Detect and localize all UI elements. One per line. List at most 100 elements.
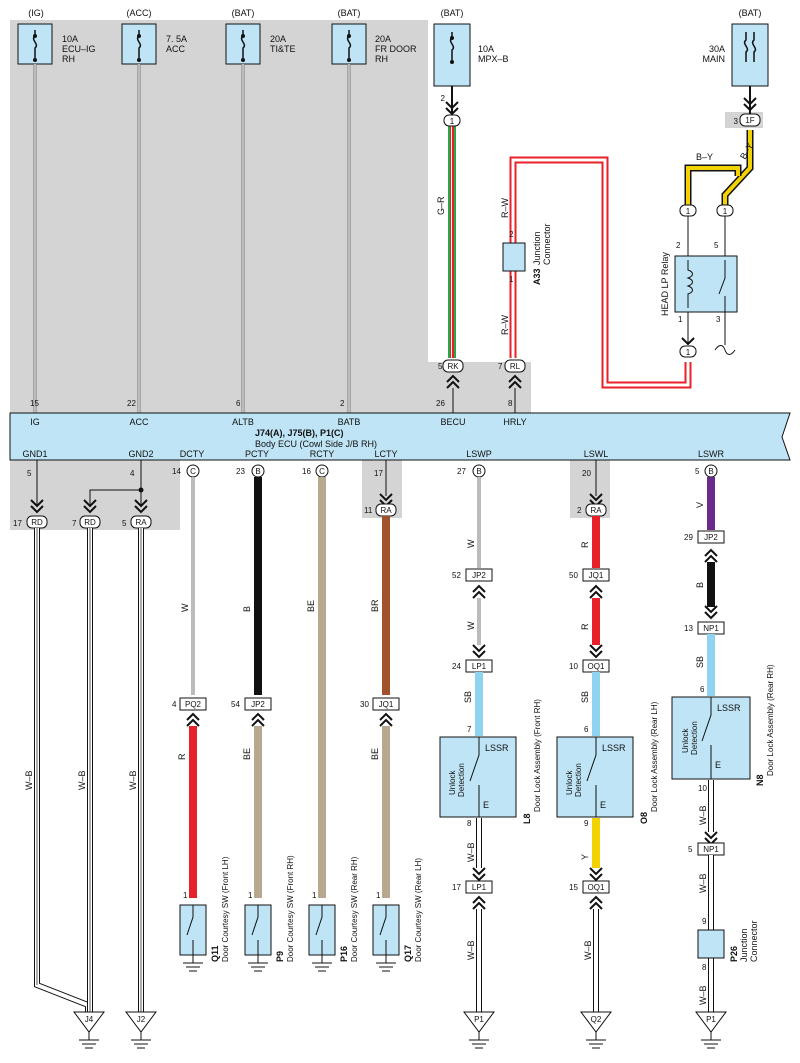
pin-label: 10 <box>698 784 707 793</box>
fuse-name: ECU–IG <box>62 44 96 54</box>
pin-label: 54 <box>231 700 240 709</box>
conn-label: RA <box>380 506 392 515</box>
pin-label: 17 <box>374 469 383 478</box>
ground-id: J4 <box>85 1015 94 1024</box>
junction-name: Junction <box>739 928 749 962</box>
rl-connector: 7 RL <box>498 359 526 413</box>
pin-label: 6 <box>584 725 589 734</box>
pin-label: 5 <box>27 469 32 478</box>
lcty-circuit: 11 RA BR 30 JQ1 BE 1 <box>360 460 400 900</box>
pin-label: 1 <box>509 275 514 284</box>
wire-label: BR <box>370 599 380 612</box>
wire-label: B <box>242 606 252 612</box>
ecu-title: J74(A), J75(B), P1(C) <box>255 428 344 438</box>
wire-label: R <box>580 623 590 630</box>
pin-label: 1 <box>312 891 317 900</box>
lswr-circuit: V 29 JP2 B 13 NP1 SB 6 10 W–B 5 NP1 W–B … <box>684 477 759 1012</box>
pin-label: 2 <box>441 94 446 103</box>
pin-label: 2 <box>509 230 514 239</box>
pin-label: 5 <box>714 241 719 250</box>
door-lock-l8: LSSR Unlock Detection E L8 Door Lock Ass… <box>439 699 542 824</box>
fuse-amp: 10A <box>478 44 494 54</box>
switch-id: P16 <box>339 946 349 962</box>
junction-a33: 2 1 A33 Junction Connector <box>502 223 552 285</box>
wire-label: B <box>695 582 705 588</box>
pin-label: 5 <box>695 467 700 476</box>
lock-e: E <box>483 800 489 810</box>
conn-label: NP1 <box>703 845 719 854</box>
fuse-acc: (ACC) 7. 5A ACC <box>121 8 187 65</box>
terminal-label: IG <box>30 417 40 427</box>
lock-det: Unlock <box>565 770 574 795</box>
fuse-amp: 7. 5A <box>166 34 187 44</box>
junction-p26-box <box>697 929 725 959</box>
pin-label: 15 <box>569 883 578 892</box>
lock-det2: Detection <box>574 763 583 797</box>
lock-terminal: LSSR <box>485 743 509 753</box>
junction-name2: Connector <box>542 223 552 265</box>
pin-label: 2 <box>676 241 681 250</box>
upper-wires <box>33 64 754 413</box>
lock-det: Unlock <box>448 770 457 795</box>
fuse-source: (BAT) <box>338 8 361 18</box>
wire-label: W <box>180 603 190 612</box>
fuse-name: FR DOOR <box>375 44 417 54</box>
switch-id: P9 <box>275 951 285 962</box>
pin-label: 10 <box>569 662 578 671</box>
rk-connector: 5 RK <box>438 359 464 413</box>
terminal-label: LSWP <box>466 449 492 459</box>
conn-label: RD <box>31 518 43 527</box>
ground-wiring-left: 17 RD 7 RD 5 RA W–B W–B W–B <box>13 460 152 1012</box>
terminal-label: BATB <box>338 417 361 427</box>
lock-terminal: LSSR <box>717 703 741 713</box>
pin-label: 8 <box>467 819 472 828</box>
pin-label: 1 <box>678 315 683 324</box>
pin-label: 14 <box>172 467 181 476</box>
pin-label: 4 <box>172 700 177 709</box>
pin-label: 16 <box>302 467 311 476</box>
conn-label: OQ1 <box>588 883 605 892</box>
pin-label: 17 <box>13 519 22 528</box>
pin-label: 3 <box>716 315 721 324</box>
conn-label: LP1 <box>472 883 487 892</box>
wire-label: W–B <box>698 873 708 893</box>
conn-label: PQ2 <box>185 700 202 709</box>
rcty-circuit: BE 1 <box>306 477 326 900</box>
pin-label: 22 <box>127 399 136 408</box>
wire-label: V <box>695 502 705 508</box>
lock-id: L8 <box>522 813 532 824</box>
wire-label: W–B <box>128 770 138 790</box>
wire-label: W <box>466 621 476 630</box>
shade-fuse-area <box>10 20 428 413</box>
pin-label: 3 <box>734 117 739 126</box>
fuse-amp: 20A <box>375 34 391 44</box>
pin-label: 29 <box>684 533 693 542</box>
terminal-label: ALTB <box>232 417 254 427</box>
pin-label: 1 <box>183 891 188 900</box>
pin-label: 17 <box>452 883 461 892</box>
wire-label: B–Y <box>696 152 713 162</box>
mpx-connector: 2 1 <box>441 94 461 127</box>
ecu-bottom-pins: 5 4 14 C 23 B 16 C 17 27 B 20 5 B <box>27 464 718 478</box>
fuse-source: (BAT) <box>739 8 762 18</box>
wire-label: W–B <box>583 940 593 960</box>
conn-label: JP2 <box>251 700 265 709</box>
lock-det: Unlock <box>681 728 690 753</box>
terminal-label: RCTY <box>310 449 335 459</box>
lock-det2: Detection <box>457 763 466 797</box>
door-courtesy-switches: Q11 Door Courtesy SW (Front LH) P9 Door … <box>179 855 423 972</box>
ecu-subtitle: Body ECU (Cowl Side J/B RH) <box>255 439 377 449</box>
fuse-source: (ACC) <box>127 8 152 18</box>
fuse-source: (BAT) <box>232 8 255 18</box>
dcty-circuit: W 4 PQ2 R 1 <box>172 477 207 900</box>
pin-label: 52 <box>452 571 461 580</box>
conn-label: RD <box>84 518 96 527</box>
wire-label: BE <box>306 600 316 612</box>
ground-points: J4 J2 P1 Q2 P1 <box>73 1011 727 1049</box>
pin-label: 7 <box>498 362 503 371</box>
head-lp-relay: 1 1 2 5 1 3 1 HEAD LP Relay <box>660 204 738 358</box>
pin-label: 30 <box>360 700 369 709</box>
pin-label: 5 <box>122 519 127 528</box>
terminal-label: LSWL <box>584 449 609 459</box>
pin-label: 27 <box>457 467 466 476</box>
